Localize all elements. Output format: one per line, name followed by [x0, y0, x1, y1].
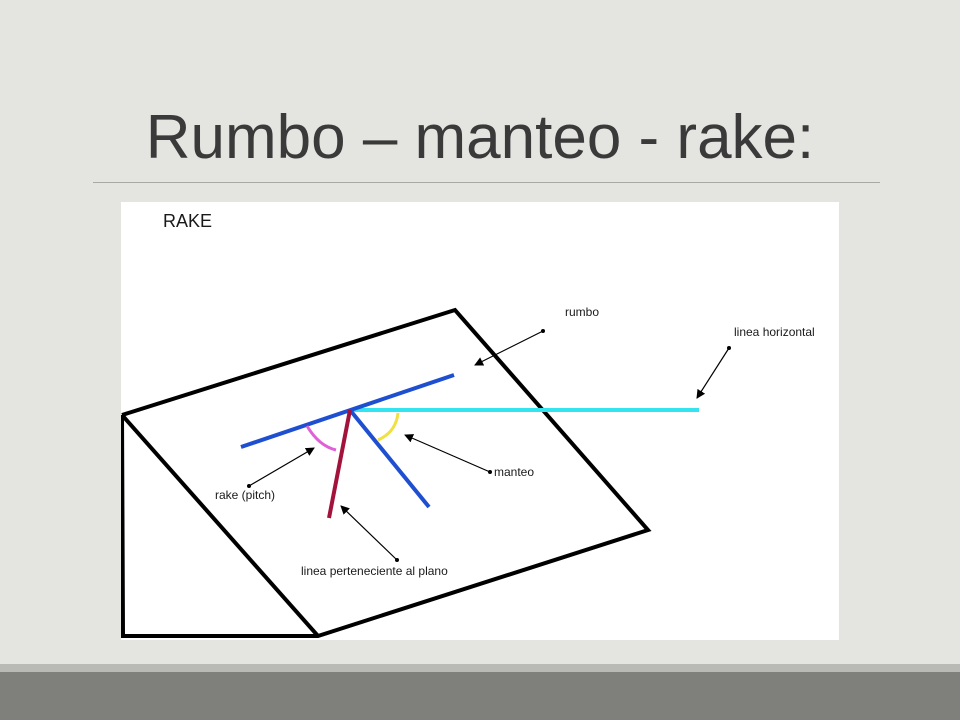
strike-line: [240, 373, 455, 449]
annotation-arrows: [248, 330, 730, 561]
label-linea-plano: linea perteneciente al plano: [301, 564, 448, 578]
linea-horizontal-arrow: [696, 347, 730, 399]
manteo-arrow: [404, 434, 491, 473]
rake-arc: [305, 425, 337, 452]
manteo-arc: [377, 412, 400, 442]
manteo-dot: [488, 470, 492, 474]
rake-arrow: [248, 447, 315, 487]
label-rake-pitch: rake (pitch): [215, 488, 275, 502]
plane-outline: [121, 307, 652, 638]
label-linea-horizontal: linea horizontal: [734, 325, 815, 339]
rumbo-arrow: [474, 330, 544, 366]
footer-accent-bar: [0, 664, 960, 672]
dip-line: [348, 408, 431, 509]
rumbo-dot: [541, 329, 545, 333]
label-manteo: manteo: [494, 465, 534, 479]
diagram-heading: RAKE: [163, 211, 212, 231]
plane-side-edge: [121, 413, 320, 638]
title-divider: [93, 182, 880, 183]
label-rumbo: rumbo: [565, 305, 599, 319]
slide-title: Rumbo – manteo - rake:: [145, 103, 815, 172]
rake-dot: [247, 484, 251, 488]
rake-diagram: RAKE: [121, 202, 839, 640]
linea-horizontal-dot: [727, 346, 731, 350]
arrow-tail-dots: [247, 329, 731, 562]
footer-bar: [0, 672, 960, 720]
linea-plano-arrow: [340, 505, 398, 561]
inclined-plane-block: [121, 307, 652, 638]
linea-plano-dot: [395, 558, 399, 562]
diagram-canvas: RAKE: [121, 211, 815, 638]
plane-line: [327, 409, 352, 519]
